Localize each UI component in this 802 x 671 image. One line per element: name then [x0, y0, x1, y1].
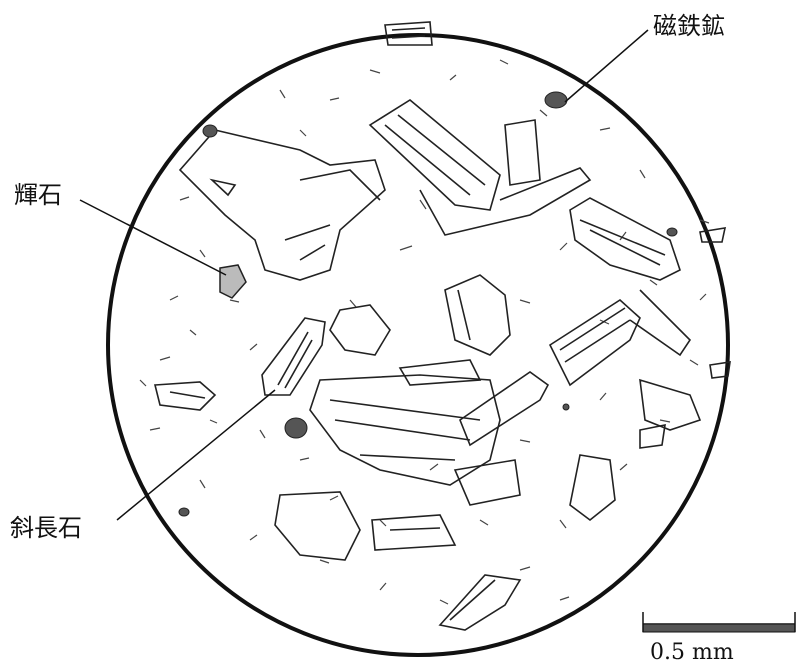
leader-line-plagioclase: [116, 389, 276, 521]
crystal-center-cluster: [309, 374, 501, 486]
crystal-upper-left: [178, 129, 386, 281]
field-of-view-circle: [106, 33, 730, 657]
magnetite-grains: [178, 91, 678, 517]
crystals: [153, 21, 731, 631]
scale-bar: [642, 612, 796, 633]
crystal-upper-center: [368, 99, 501, 211]
scale-bar-label: 0.5 mm: [650, 640, 734, 665]
crystal-right: [569, 197, 681, 281]
crystal-plagioclase-labeled: [261, 317, 326, 396]
label-plagioclase: 斜長石: [10, 514, 82, 542]
crystal-top: [384, 21, 433, 46]
label-pyroxene: 輝石: [14, 181, 62, 209]
crystal-right-center: [548, 298, 641, 387]
crystal-center: [444, 274, 511, 356]
label-magnetite: 磁鉄鉱: [653, 12, 725, 40]
groundmass-microlites: [139, 59, 710, 605]
pyroxene-grain: [219, 264, 247, 299]
crystal-bottom-left: [274, 491, 361, 561]
leader-line-magnetite: [564, 29, 649, 103]
leader-line-pyroxene: [79, 199, 227, 276]
